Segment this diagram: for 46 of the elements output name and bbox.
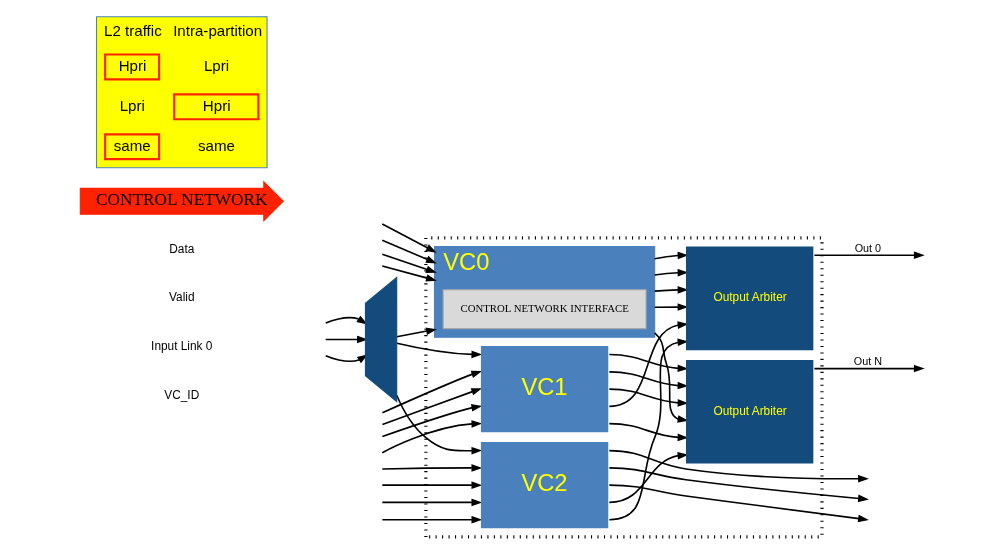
label: VC_ID (164, 387, 200, 402)
arrow (381, 388, 483, 426)
node-box: Output Arbiter (686, 246, 814, 351)
arrow (608, 449, 869, 483)
arrow (381, 223, 437, 253)
arrow (381, 239, 437, 264)
label: Data (169, 241, 195, 256)
node-box: VC1 (480, 345, 609, 433)
arrow (381, 404, 483, 438)
arrow (608, 371, 689, 390)
arrow (395, 394, 483, 455)
node-trapezoid (364, 276, 398, 403)
arrow (608, 484, 869, 523)
arrow (324, 335, 368, 344)
edge-label: Out N (853, 355, 882, 368)
node-box: Output Arbiter (686, 359, 814, 464)
arrow (381, 498, 483, 507)
label: Valid (169, 290, 195, 305)
arrow (381, 420, 483, 454)
arrow (653, 251, 689, 260)
arrow (381, 265, 437, 282)
arrow (608, 467, 869, 503)
arrow (324, 315, 368, 325)
arrow (608, 353, 689, 373)
arrow (395, 327, 437, 338)
arrow (381, 370, 483, 414)
label: Input Link 0 (151, 339, 213, 354)
arrow (381, 253, 437, 273)
arrow (813, 251, 925, 260)
arrow (653, 303, 689, 311)
arrow (813, 364, 925, 373)
arrow (381, 515, 483, 524)
arrow (396, 342, 483, 359)
node-box: CONTROL NETWORK INTERFACE (442, 289, 647, 330)
arrow (653, 286, 689, 294)
arrow (608, 388, 689, 407)
arrow (653, 268, 689, 277)
arrow (653, 332, 689, 423)
node-box: VC2 (480, 442, 609, 529)
arrow (608, 321, 689, 408)
arrow (608, 451, 689, 504)
arrow (608, 422, 689, 442)
edge-label: Out 0 (854, 242, 882, 255)
arrow (608, 338, 689, 521)
arrow (381, 464, 483, 472)
arrow (381, 481, 483, 489)
